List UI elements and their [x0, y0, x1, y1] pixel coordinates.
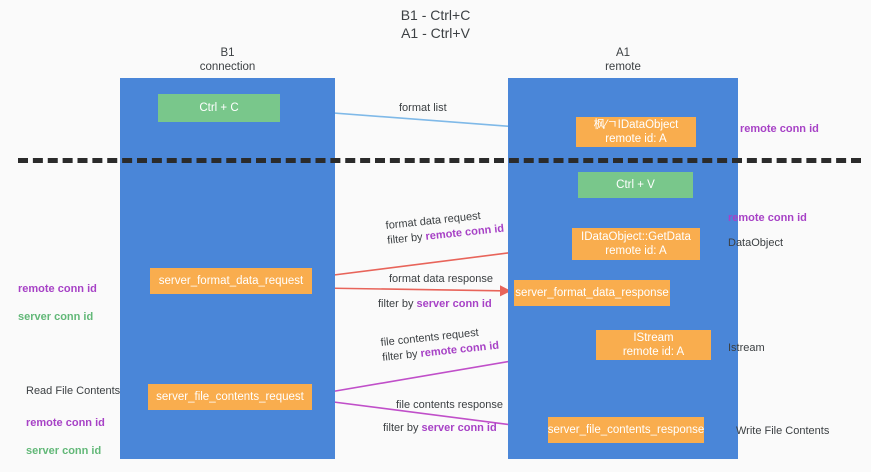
- annotation-remote-conn-id: remote conn id: [18, 283, 97, 295]
- annotation-conn-ids-lower: remote conn id server conn id: [26, 402, 105, 472]
- node-idataobject-getdata[interactable]: IDataObject::GetData remote id: A: [572, 228, 700, 260]
- filter-prefix: filter by: [381, 347, 422, 364]
- annotation-remote-conn-id: remote conn id: [26, 417, 105, 429]
- annotation-server-conn-id: server conn id: [18, 311, 94, 323]
- filter-prefix: filter by: [378, 298, 417, 310]
- edge-label-format-data-response: format data response: [389, 273, 493, 285]
- annotation-server-conn-id: server conn id: [26, 445, 102, 457]
- edge-label-file-contents-response-filter: filter by server conn id: [383, 421, 497, 436]
- annotation-remote-conn-id-top: remote conn id: [740, 123, 819, 135]
- node-ctrl-c[interactable]: Ctrl + C: [158, 94, 280, 122]
- lane-header-a1: A1 remote: [605, 47, 641, 73]
- phase-divider: [18, 158, 861, 163]
- lane-header-b1: B1 connection: [199, 47, 256, 73]
- node-ctrl-v[interactable]: Ctrl + V: [578, 172, 693, 198]
- annotation-conn-ids-upper: remote conn id server conn id: [18, 268, 97, 338]
- node-istream[interactable]: IStream remote id: A: [596, 330, 711, 360]
- annotation-remote-conn-id-mid: remote conn id: [728, 212, 807, 224]
- node-server-format-data-response[interactable]: server_format_data_response: [514, 280, 670, 306]
- annotation-read-file-contents: Read File Contents: [26, 385, 121, 397]
- node-server-format-data-request[interactable]: server_format_data_request: [150, 268, 312, 294]
- edge-format-data-response: [317, 285, 512, 297]
- edge-label-format-data-response-filter: filter by server conn id: [378, 297, 492, 312]
- node-server-file-contents-request[interactable]: server_file_contents_request: [148, 384, 312, 410]
- annotation-write-file-contents: Write File Contents: [736, 425, 830, 437]
- annotation-dataobject: DataObject: [728, 237, 784, 249]
- edge-label-file-contents-response: file contents response: [396, 399, 504, 411]
- filter-prefix: filter by: [383, 422, 422, 434]
- filter-key: server conn id: [416, 298, 492, 310]
- filter-prefix: filter by: [386, 230, 427, 247]
- edge-file-contents-response: [317, 399, 546, 434]
- page-title: B1 - Ctrl+C A1 - Ctrl+V: [400, 7, 471, 41]
- node-idataobject-remote[interactable]: 枫⁄ㄱIDataObject remote id: A: [576, 117, 696, 147]
- annotation-istream: Istream: [728, 342, 765, 354]
- edge-label-format-list: format list: [399, 102, 447, 114]
- filter-key: server conn id: [421, 422, 497, 434]
- node-server-file-contents-response[interactable]: server_file_contents_response: [548, 417, 704, 443]
